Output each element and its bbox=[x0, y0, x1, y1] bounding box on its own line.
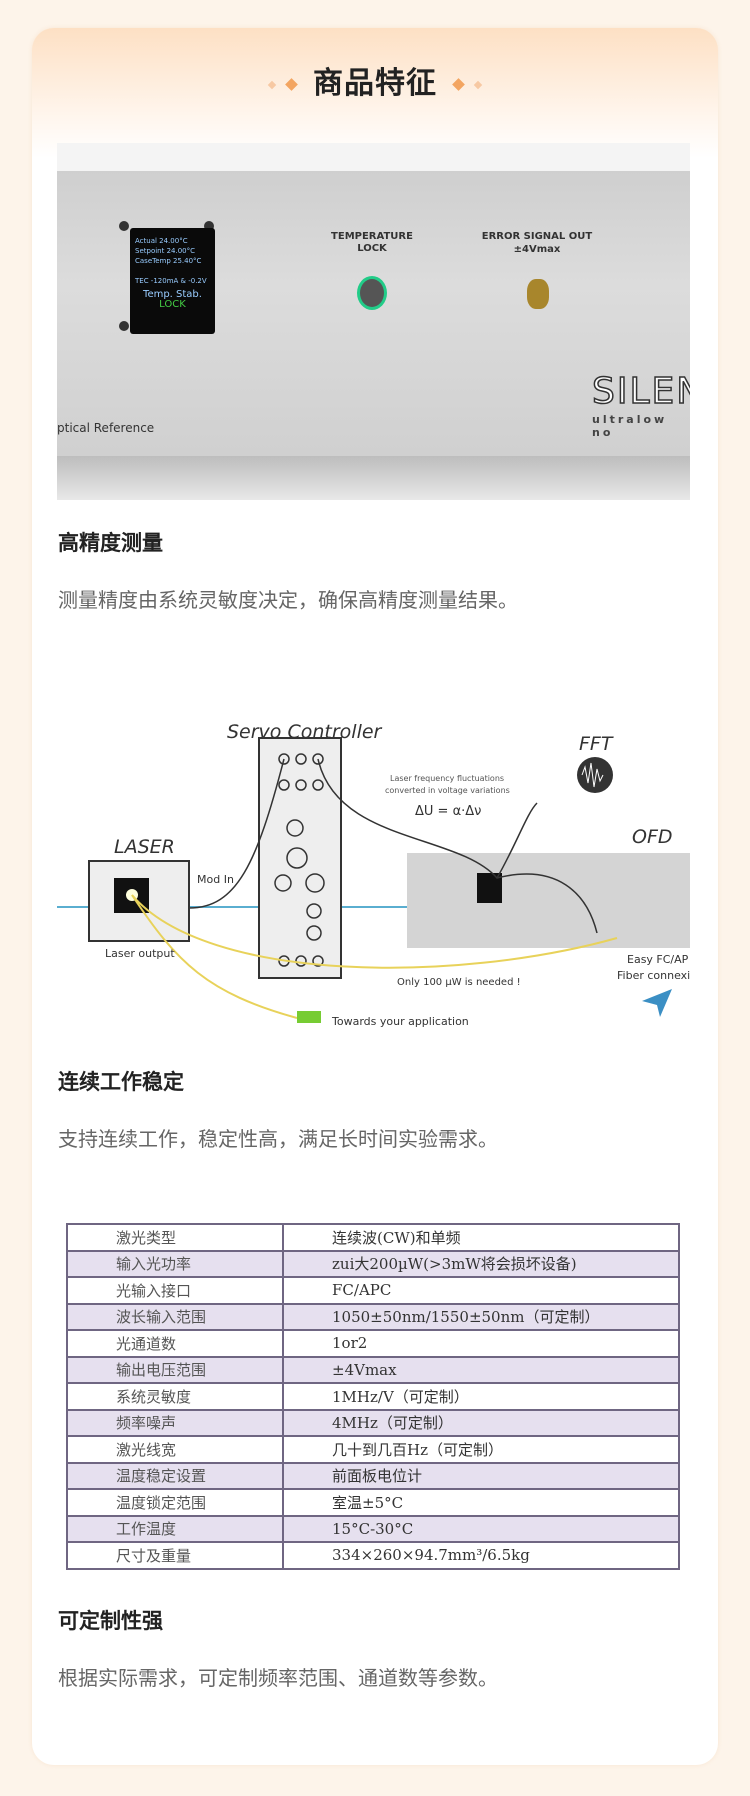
spec-value: FC/APC bbox=[282, 1276, 680, 1305]
servo-box bbox=[258, 737, 342, 979]
error-signal-label: ERROR SIGNAL OUT bbox=[481, 231, 593, 242]
spec-label: 温度锁定范围 bbox=[66, 1488, 284, 1517]
spec-value: zui大200µW(>3mW将会损坏设备) bbox=[282, 1249, 680, 1278]
spec-label: 输入光功率 bbox=[66, 1249, 284, 1278]
lock-button bbox=[357, 276, 387, 310]
spec-value: 15°C-30°C bbox=[282, 1514, 680, 1543]
diamond-icon bbox=[267, 80, 276, 89]
section-title: 商品特征 bbox=[0, 58, 750, 102]
svg-text:Easy FC/AP: Easy FC/AP bbox=[627, 953, 689, 966]
spec-label: 系统灵敏度 bbox=[66, 1382, 284, 1411]
spec-label: 工作温度 bbox=[66, 1514, 284, 1543]
spec-value: ±4Vmax bbox=[282, 1355, 680, 1384]
setup-diagram: Servo Controller FFT LASER Mod In Laser … bbox=[57, 721, 690, 1028]
diamond-icon bbox=[452, 78, 466, 91]
brand-logo: SILEN bbox=[591, 370, 690, 413]
spec-value: 几十到几百Hz（可定制） bbox=[282, 1435, 680, 1464]
svg-text:FFT: FFT bbox=[579, 733, 614, 755]
spec-label: 激光线宽 bbox=[66, 1435, 284, 1464]
feature-text: 支持连续工作，稳定性高，满足长时间实验需求。 bbox=[58, 1127, 498, 1151]
svg-text:Towards your application: Towards your application bbox=[331, 1015, 469, 1028]
brand-logo-icon bbox=[642, 989, 672, 1017]
spec-value: 1050±50nm/1550±50nm（可定制） bbox=[282, 1302, 680, 1331]
spec-label: 激光类型 bbox=[66, 1223, 284, 1252]
spec-label: 光通道数 bbox=[66, 1329, 284, 1358]
spec-value: 4MHz（可定制） bbox=[282, 1408, 680, 1437]
spec-row: 输出电压范围±4Vmax bbox=[66, 1355, 680, 1384]
spec-value: 1MHz/V（可定制） bbox=[282, 1382, 680, 1411]
svg-text:Fiber connexi: Fiber connexi bbox=[617, 969, 690, 982]
spec-label: 波长输入范围 bbox=[66, 1302, 284, 1331]
ofd-device bbox=[407, 853, 690, 948]
spec-value: 室温±5°C bbox=[282, 1488, 680, 1517]
bnc-connector bbox=[527, 279, 549, 309]
spec-value: 连续波(CW)和单频 bbox=[282, 1223, 680, 1252]
spec-label: 尺寸及重量 bbox=[66, 1541, 284, 1570]
spec-row: 温度锁定范围室温±5°C bbox=[66, 1488, 680, 1517]
spec-label: 光输入接口 bbox=[66, 1276, 284, 1305]
svg-text:ΔU = α·Δν: ΔU = α·Δν bbox=[415, 804, 481, 819]
feature-heading: 可定制性强 bbox=[58, 1609, 163, 1633]
feature-heading: 高精度测量 bbox=[58, 531, 163, 555]
feature-text: 测量精度由系统灵敏度决定，确保高精度测量结果。 bbox=[58, 588, 518, 612]
svg-text:Laser output: Laser output bbox=[105, 947, 175, 960]
svg-text:converted in voltage variation: converted in voltage variations bbox=[385, 786, 510, 795]
svg-text:Only 100 µW is needed !: Only 100 µW is needed ! bbox=[397, 977, 521, 988]
svg-text:LASER: LASER bbox=[114, 836, 175, 858]
spec-label: 频率噪声 bbox=[66, 1408, 284, 1437]
title-text: 商品特征 bbox=[313, 66, 437, 101]
svg-text:Servo Controller: Servo Controller bbox=[227, 721, 383, 743]
svg-text:Laser frequency fluctuations: Laser frequency fluctuations bbox=[390, 774, 504, 783]
feature-text: 根据实际需求，可定制频率范围、通道数等参数。 bbox=[58, 1666, 498, 1690]
feature-heading: 连续工作稳定 bbox=[58, 1070, 184, 1094]
diamond-icon bbox=[284, 78, 298, 91]
svg-text:Mod In: Mod In bbox=[197, 873, 234, 886]
diamond-icon bbox=[474, 80, 483, 89]
spec-label: 输出电压范围 bbox=[66, 1355, 284, 1384]
spec-row: 温度稳定设置前面板电位计 bbox=[66, 1461, 680, 1490]
temp-lock-label: TEMPERATURE LOCK bbox=[331, 231, 413, 254]
spec-row: 激光类型连续波(CW)和单频 bbox=[66, 1223, 680, 1252]
spec-value: 1or2 bbox=[282, 1329, 680, 1358]
spec-row: 激光线宽几十到几百Hz（可定制） bbox=[66, 1435, 680, 1464]
spec-label: 温度稳定设置 bbox=[66, 1461, 284, 1490]
svg-text:OFD: OFD bbox=[632, 826, 673, 848]
spec-value: 334×260×94.7mm³/6.5kg bbox=[282, 1541, 680, 1570]
spec-value: 前面板电位计 bbox=[282, 1461, 680, 1490]
